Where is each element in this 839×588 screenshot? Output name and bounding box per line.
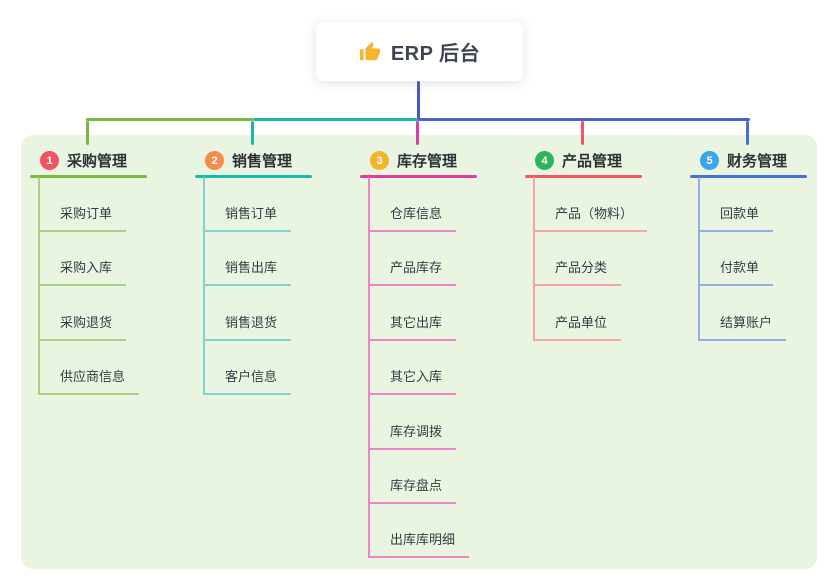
child-node[interactable]: 采购退货: [38, 314, 127, 341]
branch-node-1[interactable]: 1 采购管理: [40, 150, 127, 171]
branches-panel: [21, 135, 817, 569]
branch-index-badge: 5: [700, 151, 719, 170]
child-node[interactable]: 回款单: [698, 205, 774, 232]
branch-index-badge: 2: [205, 151, 224, 170]
branch-node-label: 销售管理: [232, 153, 293, 170]
branch-drop-line: [746, 121, 749, 145]
child-node[interactable]: 出库库明细: [368, 531, 470, 558]
branch-drop-line: [581, 121, 584, 145]
child-node[interactable]: 采购订单: [38, 205, 127, 232]
child-node[interactable]: 其它入库: [368, 368, 457, 395]
branch-node-label: 采购管理: [67, 153, 128, 170]
branch-spine-line: [203, 177, 205, 395]
child-node[interactable]: 库存盘点: [368, 477, 457, 504]
branch-index-badge: 1: [40, 151, 59, 170]
thumbs-up-icon: [359, 41, 380, 60]
branch-drop-line: [416, 121, 419, 145]
branch-spine-line: [698, 177, 700, 341]
child-node[interactable]: 客户信息: [203, 368, 292, 395]
branch-underline: [525, 175, 642, 178]
branch-index-badge: 4: [535, 151, 554, 170]
child-node[interactable]: 产品分类: [533, 259, 622, 286]
branch-node-4[interactable]: 4 产品管理: [535, 150, 622, 171]
branch-node-2[interactable]: 2 销售管理: [205, 150, 292, 171]
root-connector-line: [417, 81, 420, 121]
branch-index-badge: 3: [370, 151, 389, 170]
branch-underline: [360, 175, 477, 178]
child-node[interactable]: 付款单: [698, 259, 774, 286]
root-node[interactable]: ERP 后台: [316, 22, 523, 81]
branch-spine-line: [368, 177, 370, 558]
branch-underline: [690, 175, 807, 178]
branch-underline: [195, 175, 312, 178]
bus-segment-right: [418, 118, 750, 121]
child-node[interactable]: 销售出库: [203, 259, 292, 286]
root-node-label: ERP 后台: [390, 43, 481, 65]
child-node[interactable]: 供应商信息: [38, 368, 140, 395]
child-node[interactable]: 产品（物料）: [533, 205, 648, 232]
child-node[interactable]: 其它出库: [368, 314, 457, 341]
child-node[interactable]: 库存调拨: [368, 423, 457, 450]
bus-segment-middle: [253, 118, 418, 121]
branch-node-5[interactable]: 5 财务管理: [700, 150, 787, 171]
branch-drop-line: [86, 121, 89, 145]
child-node[interactable]: 产品单位: [533, 314, 622, 341]
branch-spine-line: [533, 177, 535, 341]
child-node[interactable]: 产品库存: [368, 259, 457, 286]
bus-segment-left: [86, 118, 253, 121]
child-node[interactable]: 销售订单: [203, 205, 292, 232]
branch-node-label: 产品管理: [562, 153, 623, 170]
child-node[interactable]: 采购入库: [38, 259, 127, 286]
branch-spine-line: [38, 177, 40, 395]
branch-node-3[interactable]: 3 库存管理: [370, 150, 457, 171]
branch-node-label: 库存管理: [397, 153, 458, 170]
branch-drop-line: [251, 121, 254, 145]
branch-underline: [30, 175, 147, 178]
branch-node-label: 财务管理: [727, 153, 788, 170]
child-node[interactable]: 仓库信息: [368, 205, 457, 232]
child-node[interactable]: 销售退货: [203, 314, 292, 341]
child-node[interactable]: 结算账户: [698, 314, 787, 341]
